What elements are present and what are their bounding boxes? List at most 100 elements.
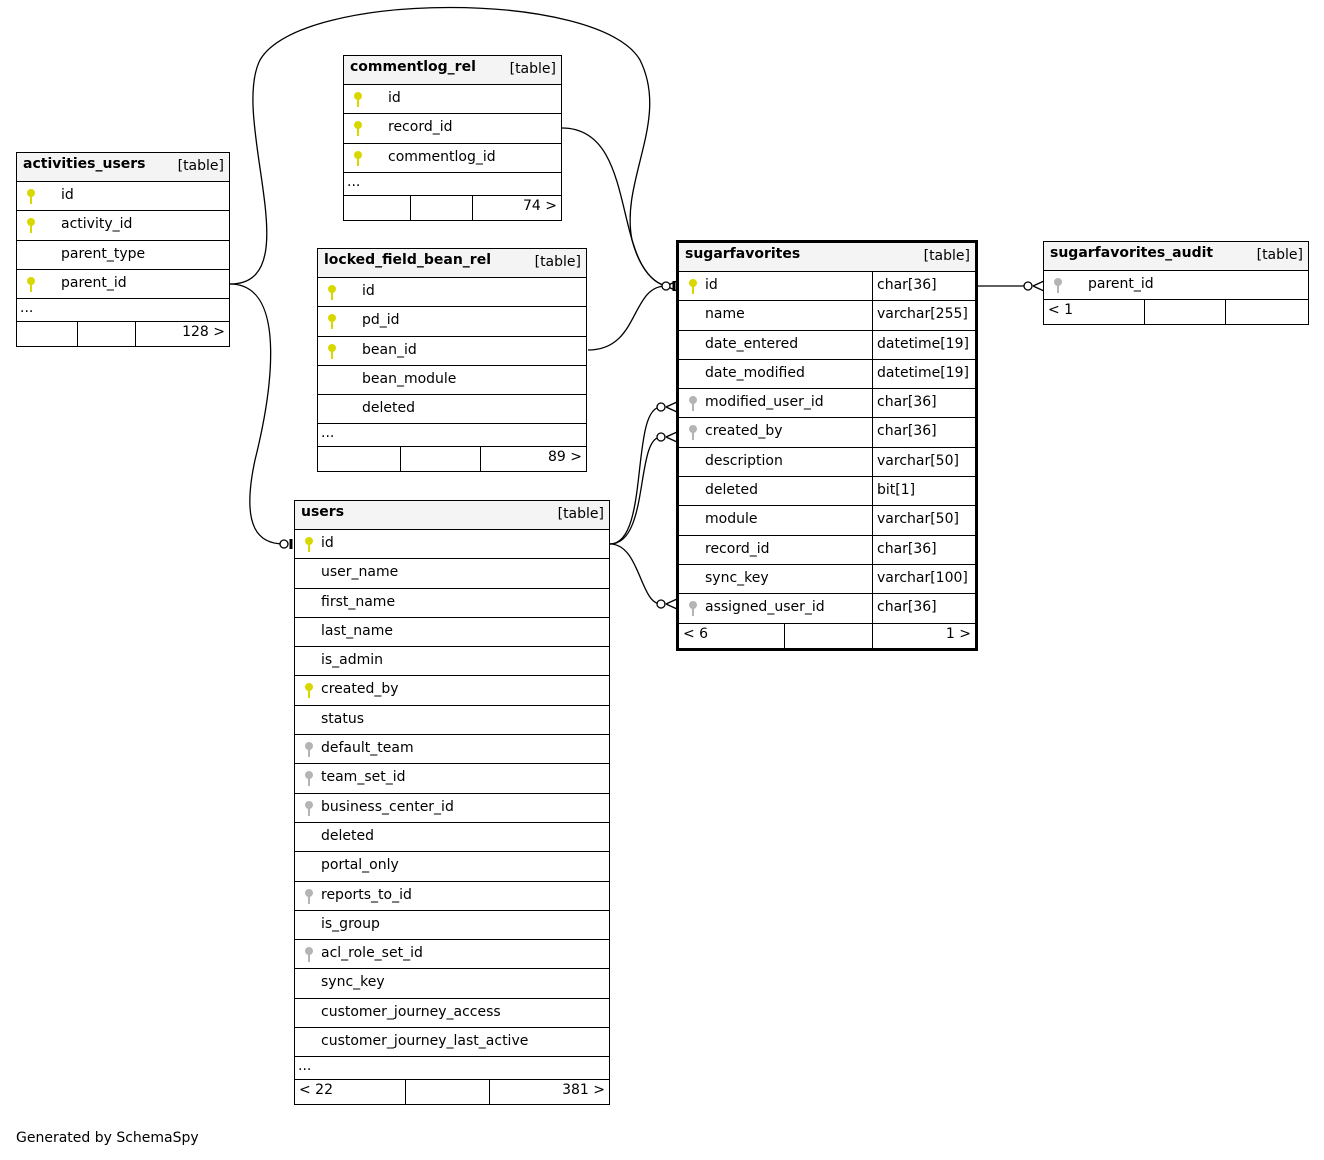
column-row[interactable]: business_center_id: [295, 794, 609, 823]
column-row[interactable]: commentlog_id: [344, 144, 561, 173]
column-row[interactable]: activity_id: [17, 211, 229, 241]
column-name: id: [61, 187, 74, 203]
column-row[interactable]: acl_role_set_id: [295, 940, 609, 970]
column-row[interactable]: id: [318, 278, 586, 308]
children-count-link[interactable]: 89 >: [548, 449, 582, 466]
column-row[interactable]: sync_key: [295, 969, 609, 999]
foreign-key-icon: [305, 742, 313, 758]
column-type: varchar[50]: [877, 452, 959, 469]
foreign-key-icon: [689, 425, 697, 441]
footer-divider: [872, 623, 873, 648]
column-row[interactable]: deleted: [318, 395, 586, 425]
primary-key-icon: [328, 314, 336, 330]
column-type: datetime[19]: [877, 364, 969, 381]
column-name: bean_module: [362, 370, 457, 387]
column-row[interactable]: bean_module: [318, 366, 586, 396]
column-row[interactable]: id char[36]: [679, 272, 975, 302]
column-divider: [872, 359, 873, 389]
footer-divider: [1225, 300, 1226, 325]
table-sugarfavorites-audit[interactable]: sugarfavorites_audit[table]parent_id< 1: [1043, 241, 1309, 326]
column-name: customer_journey_access: [321, 1003, 501, 1020]
column-row[interactable]: customer_journey_access: [295, 999, 609, 1029]
primary-key-icon: [328, 285, 336, 301]
table-type-label: [table]: [177, 158, 224, 174]
table-name[interactable]: locked_field_bean_rel: [324, 252, 491, 268]
column-row[interactable]: parent_type: [17, 241, 229, 270]
column-row[interactable]: is_group: [295, 911, 609, 941]
table-name[interactable]: sugarfavorites_audit: [1050, 245, 1214, 261]
children-count-link[interactable]: 1 >: [945, 625, 971, 642]
column-row[interactable]: id: [17, 182, 229, 212]
column-name: deleted: [705, 482, 758, 499]
column-name: id: [705, 277, 718, 293]
column-row[interactable]: modified_user_id char[36]: [679, 389, 975, 419]
column-row[interactable]: portal_only: [295, 852, 609, 882]
column-row[interactable]: user_name: [295, 559, 609, 589]
column-type: varchar[255]: [877, 306, 968, 323]
foreign-key-icon: [689, 396, 697, 412]
table-name[interactable]: commentlog_rel: [350, 59, 476, 75]
column-name: sync_key: [321, 974, 385, 991]
column-row[interactable]: parent_id: [1044, 271, 1308, 301]
column-type: varchar[100]: [877, 569, 968, 586]
table-name[interactable]: sugarfavorites: [685, 246, 801, 262]
column-type: char[36]: [877, 277, 937, 293]
column-row[interactable]: id: [295, 530, 609, 560]
column-row[interactable]: customer_journey_last_active: [295, 1028, 609, 1058]
column-row[interactable]: default_team: [295, 735, 609, 765]
column-row[interactable]: first_name: [295, 589, 609, 618]
parents-count-link[interactable]: < 6: [683, 625, 709, 642]
table-name[interactable]: users: [301, 504, 345, 520]
column-name: deleted: [321, 827, 374, 844]
column-divider: [872, 418, 873, 447]
table-name[interactable]: activities_users: [23, 156, 146, 172]
children-count-link[interactable]: 381 >: [562, 1082, 605, 1099]
column-name: first_name: [321, 593, 396, 610]
column-divider: [872, 477, 873, 506]
column-name: status: [321, 710, 365, 727]
column-row[interactable]: deleted: [295, 823, 609, 853]
column-row[interactable]: is_admin: [295, 647, 609, 677]
column-divider: [872, 301, 873, 330]
more-columns-indicator: ...: [295, 1057, 609, 1081]
column-row[interactable]: last_name: [295, 618, 609, 648]
column-type: char[36]: [877, 394, 937, 411]
table-header: users[table]: [295, 501, 609, 530]
generated-by-label: Generated by SchemaSpy: [16, 1130, 199, 1146]
column-row[interactable]: reports_to_id: [295, 882, 609, 911]
column-row[interactable]: parent_id: [17, 270, 229, 300]
foreign-key-icon: [305, 947, 313, 963]
column-name: modified_user_id: [705, 394, 824, 411]
table-footer: 128 >: [17, 322, 229, 347]
children-count-link[interactable]: 74 >: [523, 197, 557, 214]
column-row[interactable]: record_id: [344, 114, 561, 144]
column-row[interactable]: team_set_id: [295, 764, 609, 794]
foreign-key-icon: [1054, 278, 1062, 294]
children-count-link[interactable]: 128 >: [182, 324, 225, 341]
column-name: team_set_id: [321, 769, 406, 786]
parents-count-link[interactable]: < 1: [1048, 302, 1074, 319]
column-row[interactable]: bean_id: [318, 337, 586, 366]
column-row[interactable]: id: [344, 85, 561, 115]
column-row[interactable]: status: [295, 706, 609, 736]
table-footer: < 1: [1044, 300, 1308, 325]
column-row[interactable]: pd_id: [318, 307, 586, 337]
column-name: bean_id: [362, 341, 417, 358]
column-row[interactable]: created_by: [295, 676, 609, 706]
parents-count-link[interactable]: < 22: [299, 1082, 333, 1099]
